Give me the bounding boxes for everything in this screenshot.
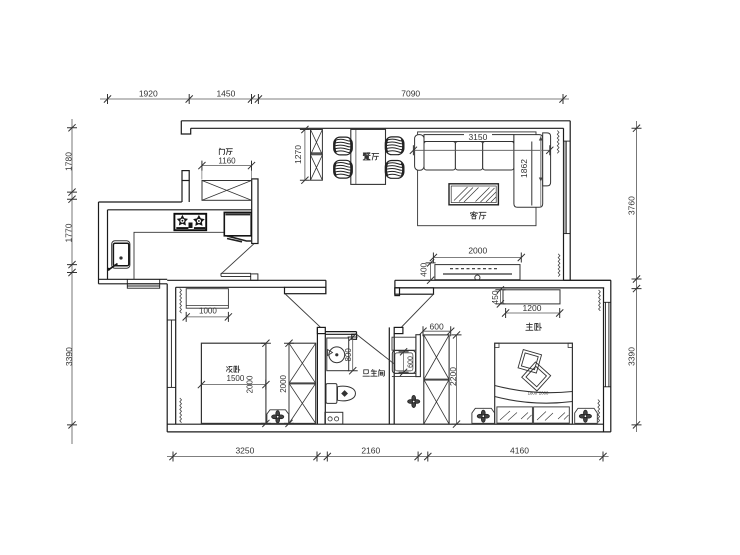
svg-text:600: 600 [430,322,444,332]
svg-text:7090: 7090 [401,88,420,98]
svg-text:2160: 2160 [361,445,380,455]
svg-text:1160: 1160 [218,157,236,166]
svg-text:1500: 1500 [227,374,245,383]
svg-text:3150: 3150 [468,132,487,142]
svg-text:400: 400 [419,262,429,276]
svg-text:450: 450 [490,290,500,304]
svg-text:3390: 3390 [64,347,74,366]
svg-text:1270: 1270 [293,145,303,164]
svg-text:3760: 3760 [627,196,637,215]
svg-text:1000: 1000 [199,306,217,315]
svg-text:1920: 1920 [139,88,158,98]
svg-text:1450: 1450 [216,88,235,98]
svg-text:1770: 1770 [64,223,74,242]
svg-text:3250: 3250 [235,445,254,455]
svg-text:2200: 2200 [448,367,458,386]
svg-text:600: 600 [407,356,414,368]
svg-text:2000: 2000 [245,375,254,393]
svg-text:1800*2000: 1800*2000 [528,391,549,396]
svg-text:2000: 2000 [279,374,288,392]
svg-text:1862: 1862 [519,159,529,178]
svg-text:1200: 1200 [523,303,542,313]
svg-text:1780: 1780 [64,152,74,171]
svg-text:800: 800 [344,348,353,362]
svg-text:3390: 3390 [627,347,637,366]
svg-text:4160: 4160 [510,445,529,455]
svg-text:2000: 2000 [468,245,487,255]
